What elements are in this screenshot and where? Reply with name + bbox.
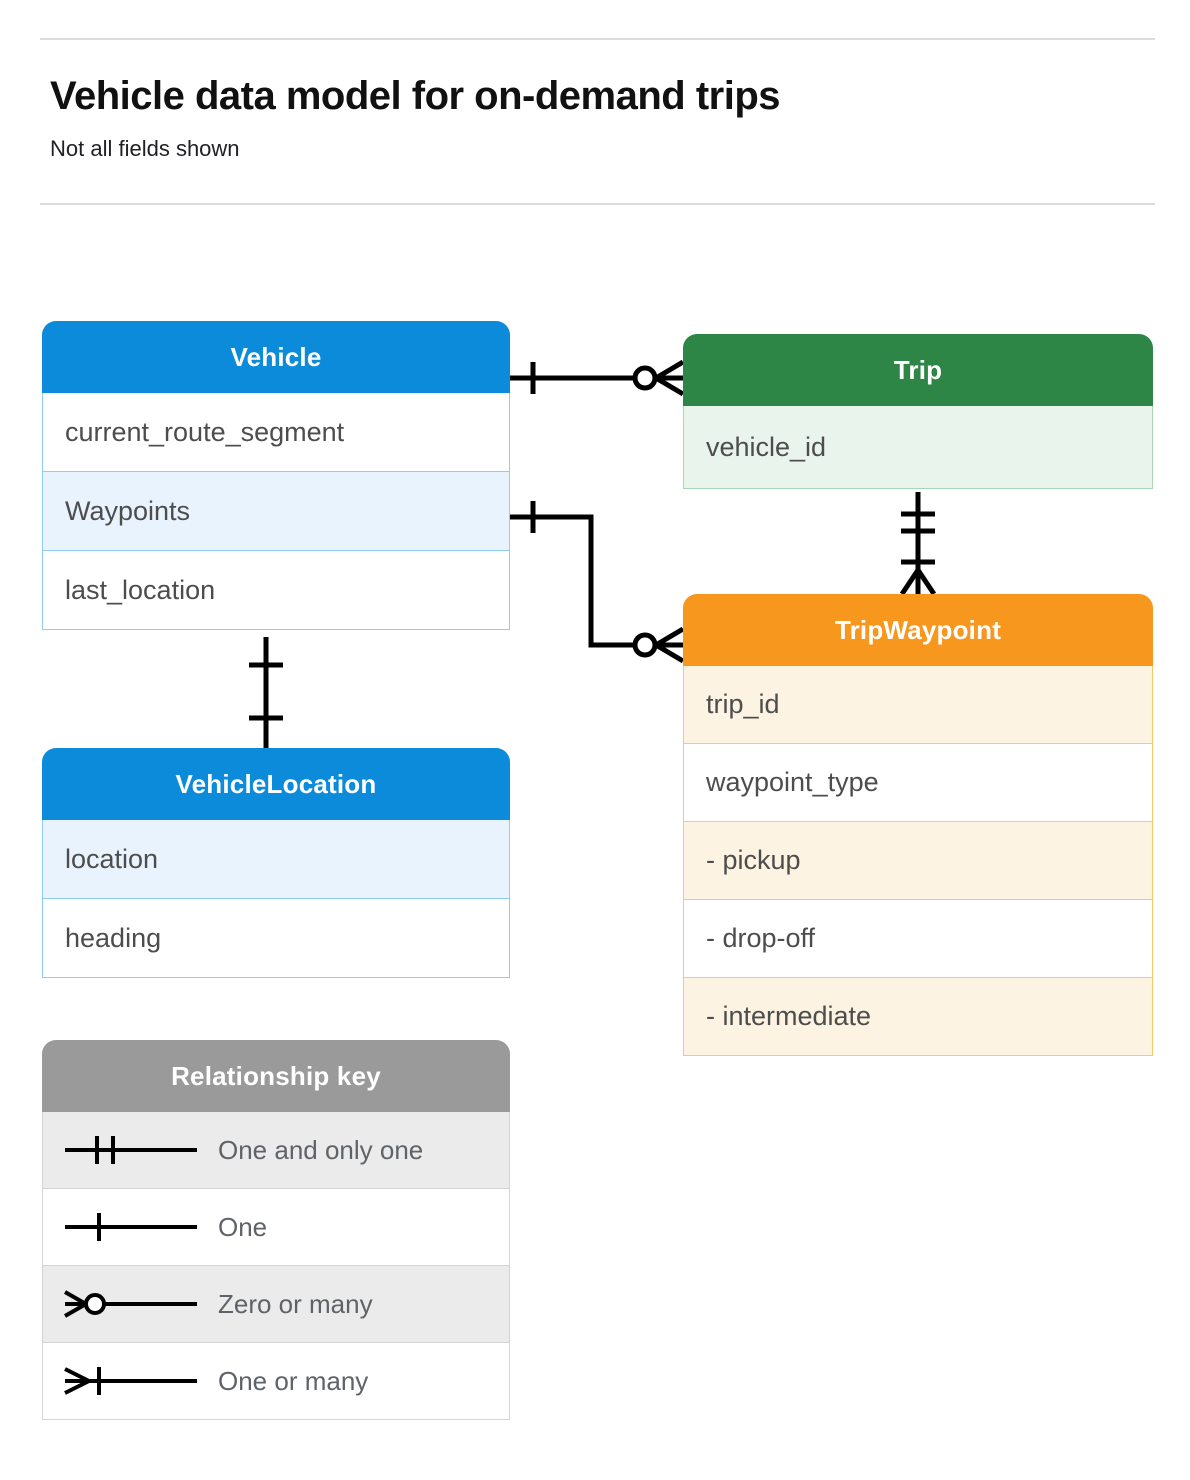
entity-vehicle[interactable]: Vehicle current_route_segment Waypoints … xyxy=(42,321,510,630)
cardinality-zero-circle-waypoints xyxy=(632,632,658,658)
connector-waypoints-tripwaypoint xyxy=(510,514,636,648)
crowfoot-lower-vehicle-trip xyxy=(654,375,685,397)
one-or-many-icon xyxy=(43,1361,218,1401)
field-trip-id[interactable]: trip_id xyxy=(683,665,1153,744)
field-enum-pickup[interactable]: - pickup xyxy=(683,821,1153,900)
entity-trip[interactable]: Trip vehicle_id xyxy=(683,334,1153,489)
crowfoot-right-tripwaypoint xyxy=(915,568,937,596)
field-enum-intermediate[interactable]: - intermediate xyxy=(683,977,1153,1056)
page-title: Vehicle data model for on-demand trips xyxy=(50,74,781,118)
entity-vehicle-location-title: VehicleLocation xyxy=(42,748,510,820)
one-and-only-one-icon xyxy=(43,1130,218,1170)
one-icon xyxy=(43,1207,218,1247)
legend-label-one: One xyxy=(218,1211,268,1242)
field-last-location[interactable]: last_location xyxy=(42,550,510,630)
crowfoot-lower-waypoints xyxy=(654,642,685,664)
entity-trip-waypoint[interactable]: TripWaypoint trip_id waypoint_type - pic… xyxy=(683,594,1153,1056)
legend-row-zero-or-many: Zero or many xyxy=(42,1265,510,1343)
crowfoot-upper-vehicle-trip xyxy=(654,359,685,381)
legend-row-one: One xyxy=(42,1188,510,1266)
legend-row-one-and-only-one: One and only one xyxy=(42,1111,510,1189)
legend-title: Relationship key xyxy=(42,1040,510,1112)
relationship-key-legend: Relationship key One and only one One xyxy=(42,1040,510,1420)
cardinality-zero-circle-vehicle-trip xyxy=(632,365,658,391)
field-heading[interactable]: heading xyxy=(42,898,510,978)
header-divider xyxy=(40,203,1155,205)
crowfoot-upper-waypoints xyxy=(654,626,685,648)
field-waypoint-type[interactable]: waypoint_type xyxy=(683,743,1153,822)
legend-label-one-and-only-one: One and only one xyxy=(218,1134,424,1165)
field-current-route-segment[interactable]: current_route_segment xyxy=(42,392,510,472)
field-location[interactable]: location xyxy=(42,819,510,899)
legend-label-zero-or-many: Zero or many xyxy=(218,1288,373,1319)
legend-label-one-or-many: One or many xyxy=(218,1365,369,1396)
legend-row-one-or-many: One or many xyxy=(42,1342,510,1420)
entity-vehicle-title: Vehicle xyxy=(42,321,510,393)
entity-trip-waypoint-title: TripWaypoint xyxy=(683,594,1153,666)
field-waypoints[interactable]: Waypoints xyxy=(42,471,510,551)
crowfoot-left-tripwaypoint xyxy=(899,568,921,596)
page-subtitle: Not all fields shown xyxy=(50,136,240,161)
zero-or-many-icon xyxy=(43,1284,218,1324)
field-vehicle-id[interactable]: vehicle_id xyxy=(683,405,1153,489)
entity-vehicle-location[interactable]: VehicleLocation location heading xyxy=(42,748,510,978)
entity-trip-title: Trip xyxy=(683,334,1153,406)
top-divider xyxy=(40,38,1155,40)
field-enum-drop-off[interactable]: - drop-off xyxy=(683,899,1153,978)
